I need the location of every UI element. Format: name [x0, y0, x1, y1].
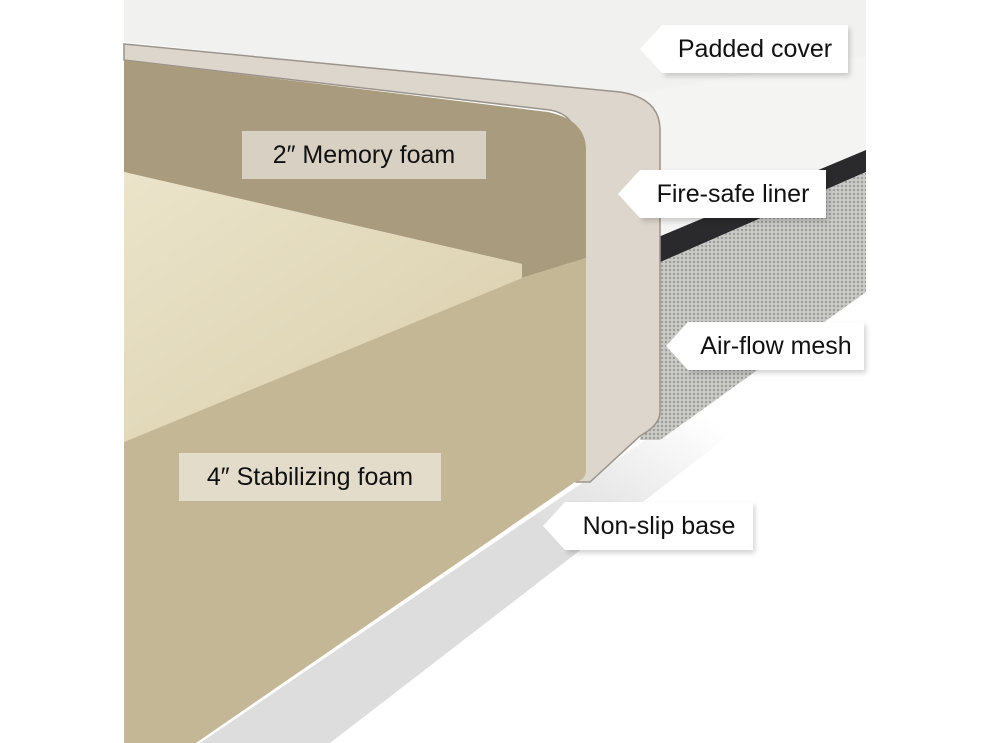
fire-safe-liner — [123, 43, 661, 483]
stabilizing-foam-text: 4″ Stabilizing foam — [206, 462, 414, 491]
label-stabilizing-foam: 4″ Stabilizing foam — [179, 453, 441, 501]
stabilizing-foam-top — [124, 172, 522, 442]
air-flow-mesh — [640, 172, 866, 440]
label-padded-cover: Padded cover — [640, 25, 848, 73]
label-air-flow-mesh: Air-flow mesh — [666, 322, 864, 370]
padded-cover-top — [124, 0, 866, 98]
air-flow-mesh-text: Air-flow mesh — [700, 331, 852, 360]
padded-cover-text: Padded cover — [677, 34, 833, 63]
label-non-slip-base: Non-slip base — [543, 502, 753, 550]
label-memory-foam: 2″ Memory foam — [242, 131, 486, 179]
label-fire-safe-liner: Fire-safe liner — [618, 170, 826, 218]
memory-foam-text: 2″ Memory foam — [272, 140, 456, 169]
fire-safe-liner-text: Fire-safe liner — [656, 179, 810, 208]
non-slip-base-text: Non-slip base — [582, 511, 736, 540]
